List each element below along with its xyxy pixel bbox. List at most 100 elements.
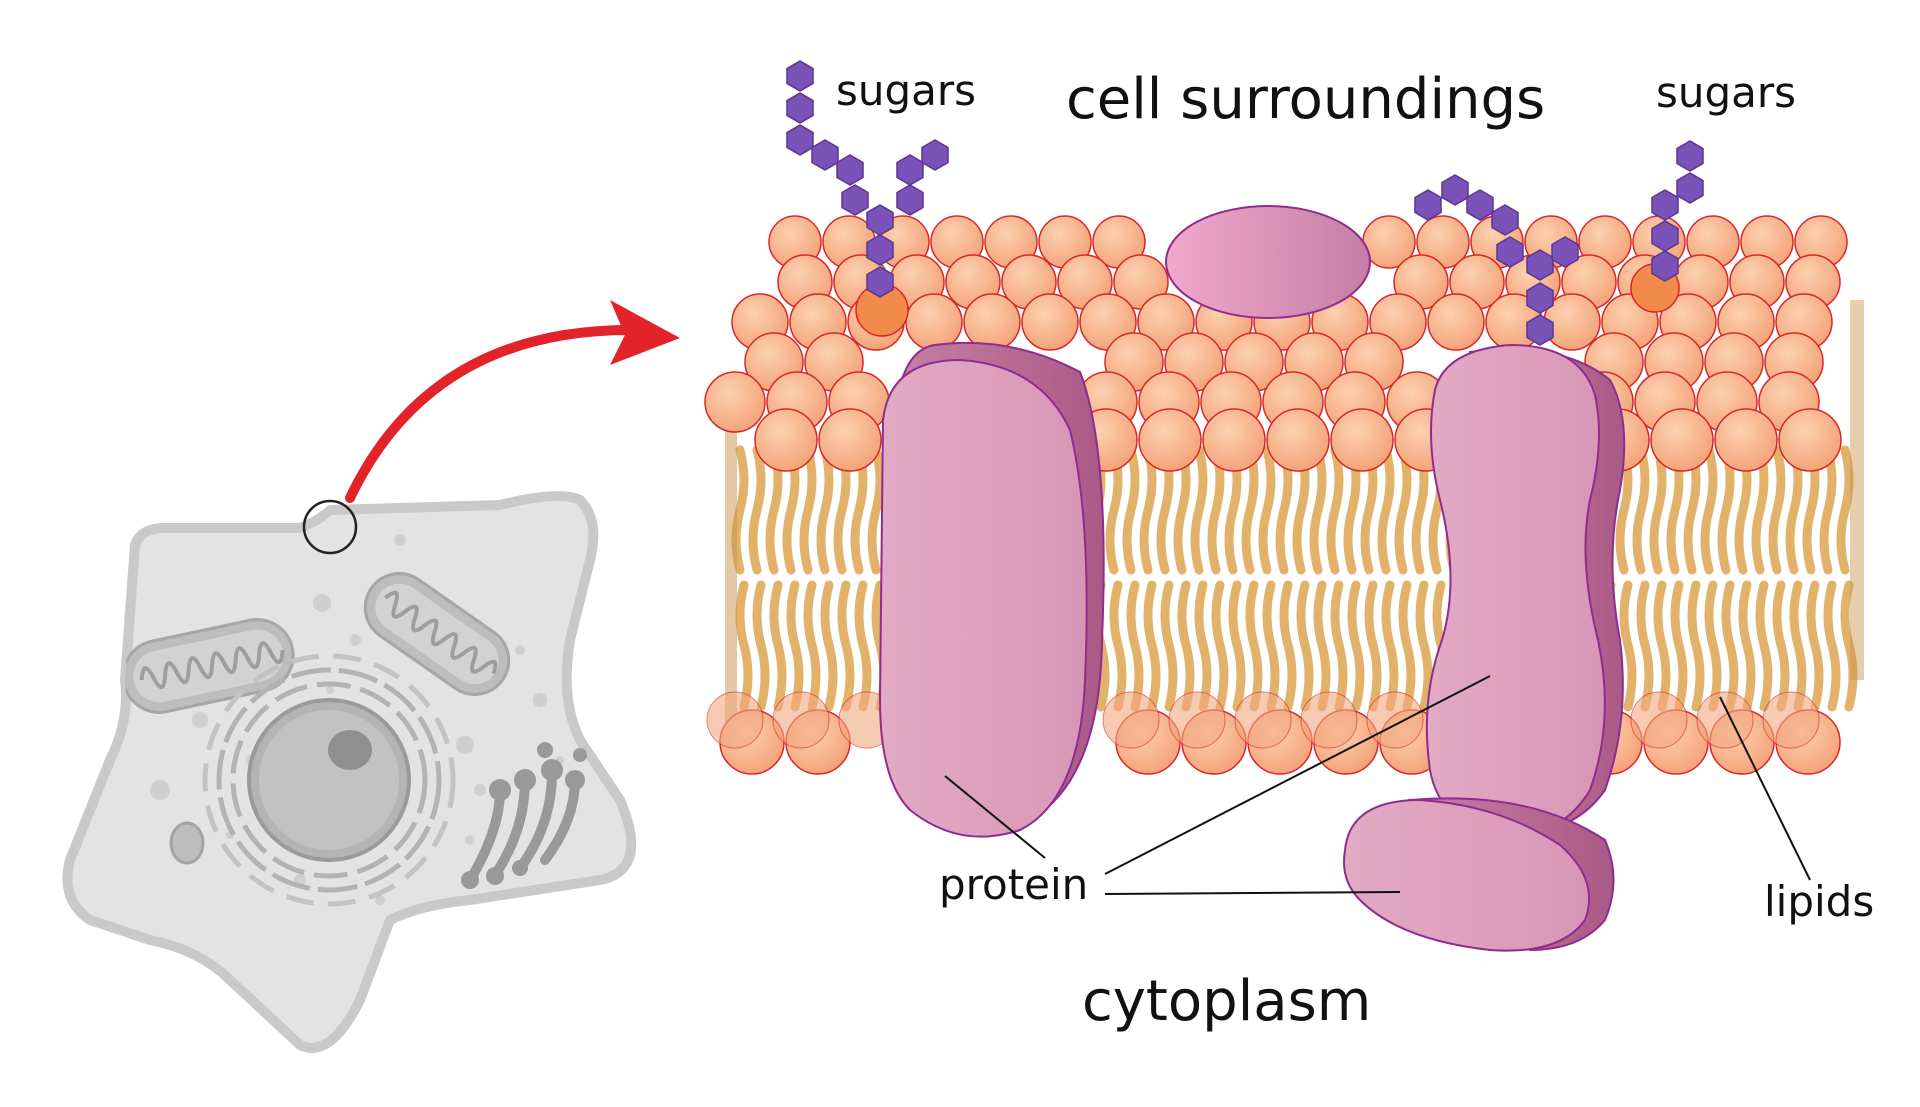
bilayer-edge-left: [725, 430, 737, 730]
protein-transmembrane-left: [878, 341, 1105, 838]
label-cytoplasm: cytoplasm: [1082, 969, 1372, 1034]
sugar-hexagon: [1526, 314, 1554, 346]
sugar-hexagon: [866, 266, 894, 298]
lipid-tail: [1207, 445, 1225, 575]
sugar-hexagon: [1651, 220, 1679, 252]
lipid-head-back: [1234, 691, 1292, 749]
lipid-tail: [1632, 445, 1650, 575]
label-sugars-right: sugars: [1656, 68, 1797, 117]
lipid-tail: [1177, 580, 1195, 712]
lipid-tail: [1241, 445, 1259, 575]
lipid-head: [818, 408, 882, 472]
lipid-tail: [867, 445, 885, 575]
lipid-tail: [1717, 445, 1735, 575]
lipid-tail: [1211, 580, 1229, 712]
lipid-head-back: [1102, 691, 1160, 749]
lipid-tail: [1755, 580, 1773, 712]
lipid-tail: [820, 580, 838, 712]
lipid-tail: [1279, 580, 1297, 712]
leader-lines: [944, 675, 1811, 895]
lipid-head-back: [1762, 691, 1820, 749]
sugar-hexagon: [786, 92, 814, 124]
lipid-tail: [1819, 445, 1837, 575]
lipid-heads-bottom: [706, 691, 1841, 775]
lipid-tail: [752, 580, 770, 712]
sugar-hexagon: [1526, 282, 1554, 314]
sugar-hexagon: [1491, 204, 1519, 236]
sugar-hexagon: [1496, 236, 1524, 268]
sugar-hexagon: [866, 204, 894, 236]
lipid-head: [1021, 293, 1079, 351]
lipid-tail: [1823, 580, 1841, 712]
lipid-tail: [1309, 445, 1327, 575]
lipid-tail: [786, 580, 804, 712]
lipid-tail: [1381, 580, 1399, 712]
cell-illustration: [62, 491, 637, 1053]
sugar-hexagon: [896, 184, 924, 216]
lipid-tail: [769, 580, 787, 712]
sugar-hexagon: [1676, 140, 1704, 172]
lipid-head-back: [1168, 691, 1226, 749]
lipid-tail: [735, 580, 753, 712]
lipid-tail: [748, 445, 766, 575]
lipid-tail: [1840, 580, 1858, 712]
zoom-arrow: [345, 300, 680, 503]
sugar-hexagon: [921, 139, 949, 171]
sugar-hexagon: [1651, 250, 1679, 282]
lipid-tail: [1126, 580, 1144, 712]
lipid-head-back: [706, 691, 764, 749]
lipid-tail: [1636, 580, 1654, 712]
lipid-tail: [1789, 580, 1807, 712]
lipid-tail: [1109, 580, 1127, 712]
cell-interior: [121, 534, 587, 907]
sugar-hexagon: [1676, 172, 1704, 204]
lipid-tail: [1258, 445, 1276, 575]
lipid-heads-top: [704, 215, 1848, 472]
sugar-hexagon: [841, 184, 869, 216]
lipid-head-back: [772, 691, 830, 749]
sugar-hexagon: [811, 139, 839, 171]
sugar-chains: [786, 60, 1704, 346]
lipid-head-back: [1696, 691, 1754, 749]
sugar-hexagon: [1551, 236, 1579, 268]
lipid-tail: [799, 445, 817, 575]
sugar-hexagon: [1466, 189, 1494, 221]
sugar-hexagon: [896, 154, 924, 186]
protein-top-dome: [1165, 205, 1371, 319]
protein-peripheral-bottom: [1343, 797, 1615, 952]
lipid-tail: [854, 580, 872, 712]
sugar-hexagon: [866, 234, 894, 266]
lipid-tail: [816, 445, 834, 575]
lipid-head: [1138, 408, 1202, 472]
sugar-hexagon: [1414, 189, 1442, 221]
lipid-tail: [1649, 445, 1667, 575]
lipid-tail: [803, 580, 821, 712]
lipid-head-back: [1366, 691, 1424, 749]
lipid-tail: [1228, 580, 1246, 712]
mitochondrion-right: [363, 572, 511, 696]
lipid-tail: [1653, 580, 1671, 712]
zoom-circle: [302, 499, 358, 555]
lipid-head: [905, 293, 963, 351]
lipid-head: [1427, 293, 1485, 351]
sugar-hexagon: [1651, 189, 1679, 221]
lipid-head: [1714, 408, 1778, 472]
label-sugars-left: sugars: [836, 66, 977, 115]
lipid-tail: [1364, 580, 1382, 712]
lipid-head: [963, 293, 1021, 351]
lipid-tail: [1377, 445, 1395, 575]
lipid-tail: [1670, 580, 1688, 712]
lipid-tail: [1194, 580, 1212, 712]
lipid-tail: [1394, 445, 1412, 575]
sugar-hexagon: [786, 124, 814, 156]
lipid-tail: [1143, 580, 1161, 712]
endoplasmic-reticulum: [202, 653, 456, 907]
lipid-tail: [731, 445, 749, 575]
vacuole: [169, 821, 205, 865]
lipid-head: [704, 371, 766, 433]
lipid-tail: [1704, 580, 1722, 712]
lipid-tail: [1619, 580, 1637, 712]
lipid-tail: [1806, 580, 1824, 712]
